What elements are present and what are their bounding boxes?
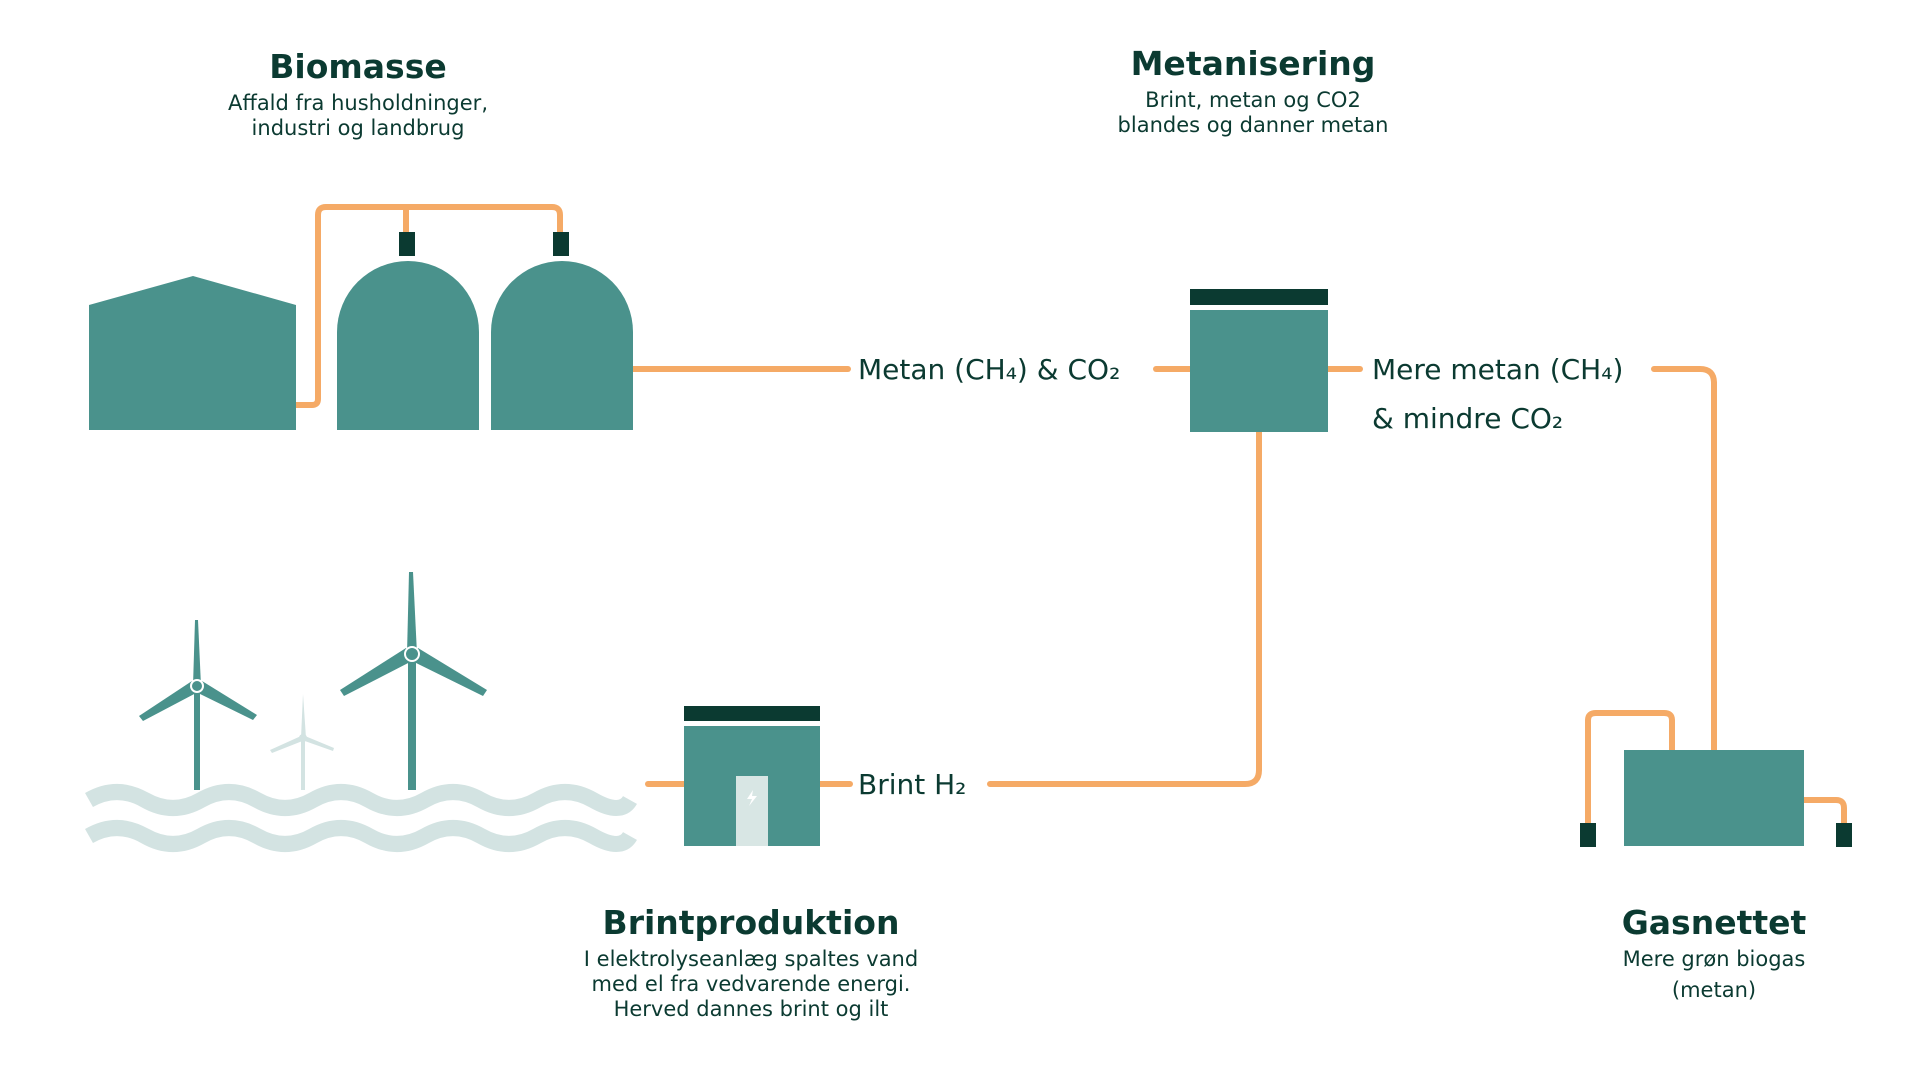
gas-grid-icon	[1580, 750, 1852, 847]
biomass-top-pipe	[293, 204, 563, 408]
brintproduktion-title: Brintproduktion	[603, 903, 900, 942]
metanisering-desc-1: Brint, metan og CO2	[1145, 88, 1361, 112]
pipe-label-to-grid	[1651, 366, 1717, 753]
grid-right-pipe	[1801, 797, 1847, 828]
brintproduktion-desc-1: I elektrolyseanlæg spaltes vand	[584, 947, 918, 971]
silo-1-valve	[399, 232, 415, 256]
digester-silo-2	[491, 261, 633, 430]
turbine-faded	[270, 694, 334, 790]
lightning-icon	[747, 790, 757, 806]
methanation-unit-icon	[1190, 289, 1328, 432]
gasnettet-block: Gasnettet Mere grøn biogas (metan)	[1622, 903, 1807, 1002]
turbine-right	[340, 572, 487, 790]
grid-right-valve	[1836, 823, 1852, 847]
brintproduktion-desc-2: med el fra vedvarende energi.	[592, 972, 911, 996]
electrolysis-plant-icon	[684, 706, 820, 846]
wave-2	[85, 820, 637, 852]
grid-left-valve	[1580, 823, 1596, 847]
turbine-left	[139, 620, 257, 790]
flow-label-mere-metan-2: & mindre CO₂	[1372, 402, 1563, 435]
biomasse-desc-2: industri og landbrug	[252, 116, 465, 140]
pipe-methanation-to-hydrogen	[987, 429, 1262, 787]
barn-building	[89, 276, 296, 430]
brintproduktion-block: Brintproduktion I elektrolyseanlæg spalt…	[584, 903, 918, 1021]
wave-1	[85, 784, 637, 816]
biomasse-desc-1: Affald fra husholdninger,	[228, 91, 488, 115]
electrolysis-door	[736, 776, 768, 846]
pipes	[293, 204, 1847, 828]
gasnettet-desc-1: Mere grøn biogas	[1623, 947, 1806, 971]
gas-grid-body	[1624, 750, 1804, 846]
flow-label-mere-metan-1: Mere metan (CH₄)	[1372, 353, 1623, 386]
flow-label-metan-co2: Metan (CH₄) & CO₂	[858, 353, 1120, 386]
biomasse-title: Biomasse	[269, 47, 446, 86]
methanation-body	[1190, 310, 1328, 432]
biogas-plant-icon	[89, 232, 633, 430]
metanisering-title: Metanisering	[1131, 44, 1376, 83]
metanisering-desc-2: blandes og danner metan	[1118, 113, 1389, 137]
digester-silo-1	[337, 261, 479, 430]
gasnettet-title: Gasnettet	[1622, 903, 1807, 942]
grid-left-pipe	[1585, 710, 1675, 828]
flow-label-brint: Brint H₂	[858, 768, 966, 801]
gasnettet-desc-2: (metan)	[1672, 978, 1756, 1002]
metanisering-block: Metanisering Brint, metan og CO2 blandes…	[1118, 44, 1389, 137]
electrolysis-roof	[684, 706, 820, 721]
brintproduktion-desc-3: Herved dannes brint og ilt	[614, 997, 889, 1021]
methanation-roof	[1190, 289, 1328, 305]
wind-turbine-icon	[85, 572, 637, 852]
biomasse-block: Biomasse Affald fra husholdninger, indus…	[228, 47, 488, 140]
silo-2-valve	[553, 232, 569, 256]
